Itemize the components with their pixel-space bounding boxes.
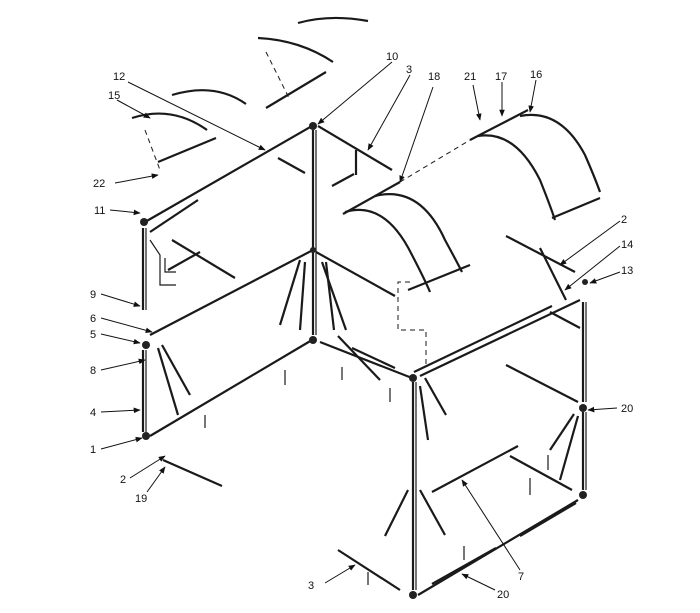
loose-arc-top xyxy=(297,16,369,25)
callout-8: 8 xyxy=(90,365,96,377)
bottom-left-rail xyxy=(149,339,313,437)
fitting-1 xyxy=(142,432,150,440)
callout-21: 21 xyxy=(464,71,476,83)
loose-arc-15 xyxy=(131,112,208,131)
callout-12: 12 xyxy=(113,71,125,83)
callout-18: 18 xyxy=(428,71,440,83)
callout-22: 22 xyxy=(93,178,105,190)
loose-rail-20 xyxy=(431,547,497,585)
upper-left-eave xyxy=(144,125,313,223)
bottom-center-rail xyxy=(319,340,413,380)
callout-2-right: 2 xyxy=(621,214,627,226)
loose-arc-2 xyxy=(257,36,334,63)
front-bottom-rail xyxy=(417,499,579,596)
callout-15: 15 xyxy=(108,90,120,102)
callout-3-top: 3 xyxy=(406,64,412,76)
callout-9: 9 xyxy=(90,289,96,301)
mid-right-rail xyxy=(315,251,396,297)
callout-17: 17 xyxy=(495,71,507,83)
fitting-5 xyxy=(142,341,150,349)
roof-purlin-left xyxy=(342,181,401,215)
loose-rail-7 xyxy=(431,445,519,493)
roof-arch-1 xyxy=(344,208,432,293)
roof-arch-4 xyxy=(519,113,602,193)
loose-purlin-22 xyxy=(157,136,217,164)
right-mid-eave xyxy=(413,305,553,373)
loose-rail-3 xyxy=(337,549,401,591)
callout-7: 7 xyxy=(518,571,524,583)
callout-4: 4 xyxy=(90,407,96,419)
callout-3-bottom: 3 xyxy=(308,580,314,592)
callout-19: 19 xyxy=(135,493,147,505)
loose-rail-2 xyxy=(162,458,223,488)
mid-left-eave xyxy=(149,249,314,336)
right-upper-rail xyxy=(505,235,576,273)
callout-14: 14 xyxy=(621,239,633,251)
leader-lines xyxy=(100,61,621,591)
callout-10: 10 xyxy=(386,51,398,63)
callout-20-bottom: 20 xyxy=(497,589,509,601)
callout-labels: 1 2 2 3 3 4 5 6 7 8 9 10 11 12 13 14 15 … xyxy=(90,51,633,601)
callout-16: 16 xyxy=(530,69,542,81)
callout-6: 6 xyxy=(90,313,96,325)
fitting-11 xyxy=(140,218,148,226)
loose-arc-3 xyxy=(171,89,247,105)
upper-right-rail xyxy=(317,125,393,171)
roof-arch-2 xyxy=(374,193,463,273)
callout-13: 13 xyxy=(621,265,633,277)
fitting-10 xyxy=(309,122,317,130)
tent-frame-drawing xyxy=(131,16,602,599)
callout-11: 11 xyxy=(94,205,105,217)
loose-purlin-upper xyxy=(265,71,327,109)
callout-2: 2 xyxy=(120,474,126,486)
roof-lower-purlin xyxy=(407,263,471,292)
callout-20-right: 20 xyxy=(621,403,633,415)
fitting-13 xyxy=(582,279,588,285)
roof-arch-3 xyxy=(477,134,557,221)
callout-1: 1 xyxy=(90,444,96,456)
callout-5: 5 xyxy=(90,329,96,341)
fitting-20 xyxy=(579,404,587,412)
